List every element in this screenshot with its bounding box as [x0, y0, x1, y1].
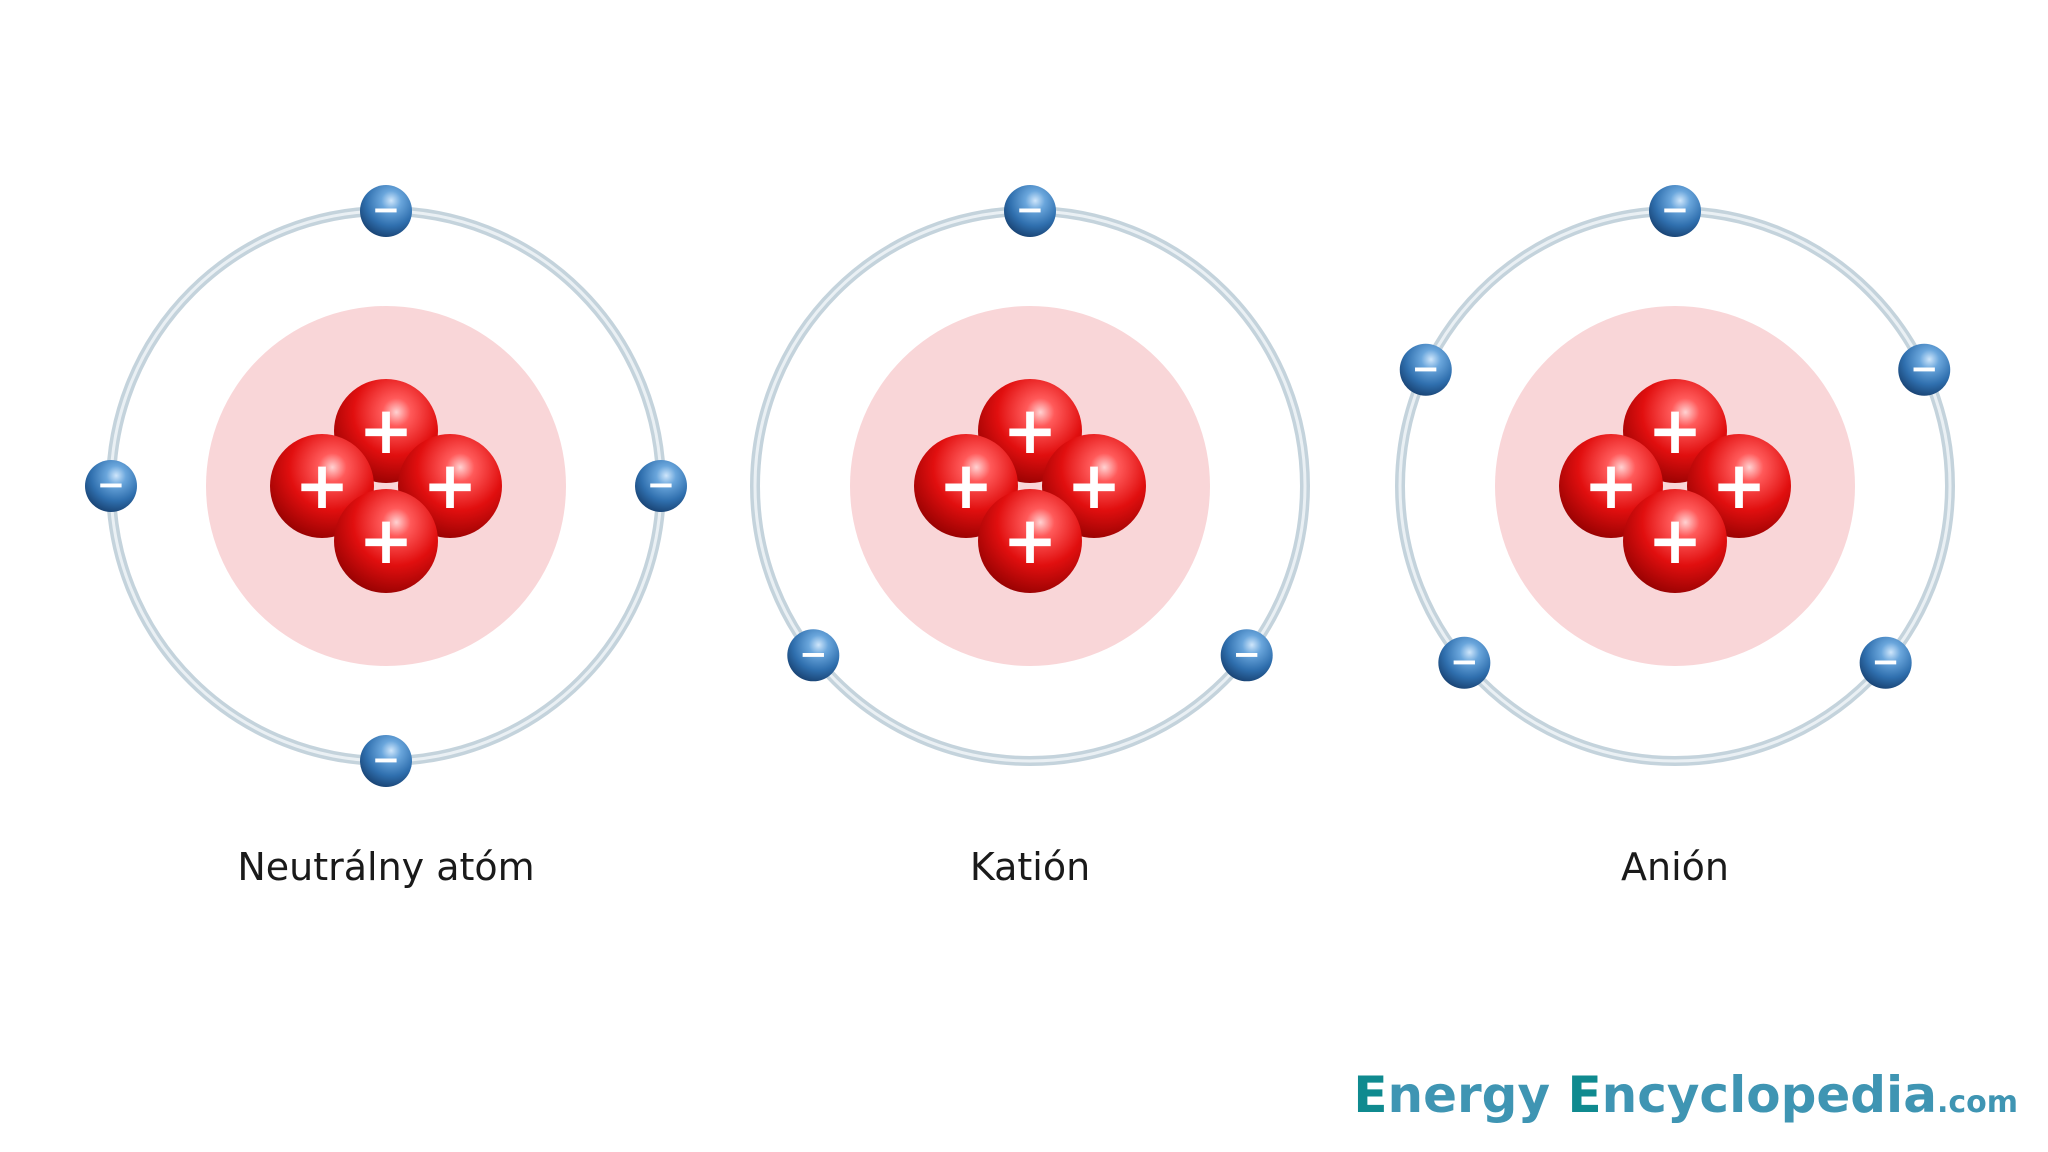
electron: − [360, 185, 412, 237]
electron: − [1220, 629, 1273, 682]
proton-plus-sign: + [294, 447, 349, 524]
electron-sphere [1004, 185, 1056, 237]
electron-sphere [360, 735, 412, 787]
electron-sphere [1898, 343, 1951, 396]
electron: − [1898, 343, 1951, 396]
anion-label: Anión [1621, 845, 1729, 889]
logo-word-ncyclopedia: ncyclopedia [1601, 1066, 1937, 1124]
proton: + [1623, 489, 1727, 594]
anion-atom: ++++−−−−− [1395, 185, 1955, 766]
electron-minus-sign: − [799, 634, 828, 674]
proton-plus-sign: + [1647, 392, 1702, 469]
proton-plus-sign: + [358, 502, 413, 579]
electron: − [1438, 636, 1491, 689]
electron-minus-sign: − [372, 740, 401, 780]
electron-minus-sign: − [647, 465, 676, 505]
electron-sphere [85, 460, 137, 512]
proton-plus-sign: + [938, 447, 993, 524]
electron-minus-sign: − [1661, 190, 1690, 230]
electron-minus-sign: − [372, 190, 401, 230]
proton-plus-sign: + [1583, 447, 1638, 524]
cation-nucleus-cloud [850, 306, 1210, 666]
electron: − [85, 460, 137, 512]
electron: − [1649, 185, 1701, 237]
proton-sphere [1623, 489, 1727, 594]
electron-sphere [1438, 636, 1491, 689]
logo-word-nergy: nergy [1387, 1066, 1568, 1124]
proton-plus-sign: + [1002, 392, 1057, 469]
proton-plus-sign: + [1647, 502, 1702, 579]
electron-minus-sign: − [1412, 349, 1441, 389]
electron-sphere [787, 629, 840, 682]
electron-sphere [1859, 636, 1912, 689]
anion-nucleus-cloud [1495, 306, 1855, 666]
electron: − [1399, 343, 1452, 396]
electron-sphere [1649, 185, 1701, 237]
electron-minus-sign: − [1910, 349, 1939, 389]
proton: + [978, 489, 1082, 594]
electron-minus-sign: − [1871, 642, 1900, 682]
logo-letter-e2: E [1567, 1066, 1602, 1124]
electron-minus-sign: − [1016, 190, 1045, 230]
cation-label: Katión [970, 845, 1090, 889]
proton-plus-sign: + [1066, 447, 1121, 524]
electron-sphere [360, 185, 412, 237]
neutral-atom-label: Neutrálny atóm [237, 845, 534, 889]
electron-sphere [1399, 343, 1452, 396]
proton-plus-sign: + [1711, 447, 1766, 524]
proton-plus-sign: + [358, 392, 413, 469]
proton-sphere [334, 489, 438, 594]
proton-sphere [978, 489, 1082, 594]
energy-encyclopedia-logo: Energy Encyclopedia.com [1353, 1070, 2018, 1120]
proton-plus-sign: + [1002, 502, 1057, 579]
electron-minus-sign: − [1450, 642, 1479, 682]
proton-plus-sign: + [422, 447, 477, 524]
cation-atom: ++++−−− [750, 185, 1310, 766]
electron-sphere [1220, 629, 1273, 682]
logo-letter-e1: E [1353, 1066, 1388, 1124]
electron: − [787, 629, 840, 682]
electron: − [360, 735, 412, 787]
electron-minus-sign: − [97, 465, 126, 505]
logo-tld: .com [1936, 1085, 2018, 1120]
neutral-atom: ++++−−−− [85, 185, 687, 787]
electron: − [635, 460, 687, 512]
electron-minus-sign: − [1232, 634, 1261, 674]
electron: − [1859, 636, 1912, 689]
neutral-nucleus-cloud [206, 306, 566, 666]
proton: + [334, 489, 438, 594]
electron-sphere [635, 460, 687, 512]
electron: − [1004, 185, 1056, 237]
